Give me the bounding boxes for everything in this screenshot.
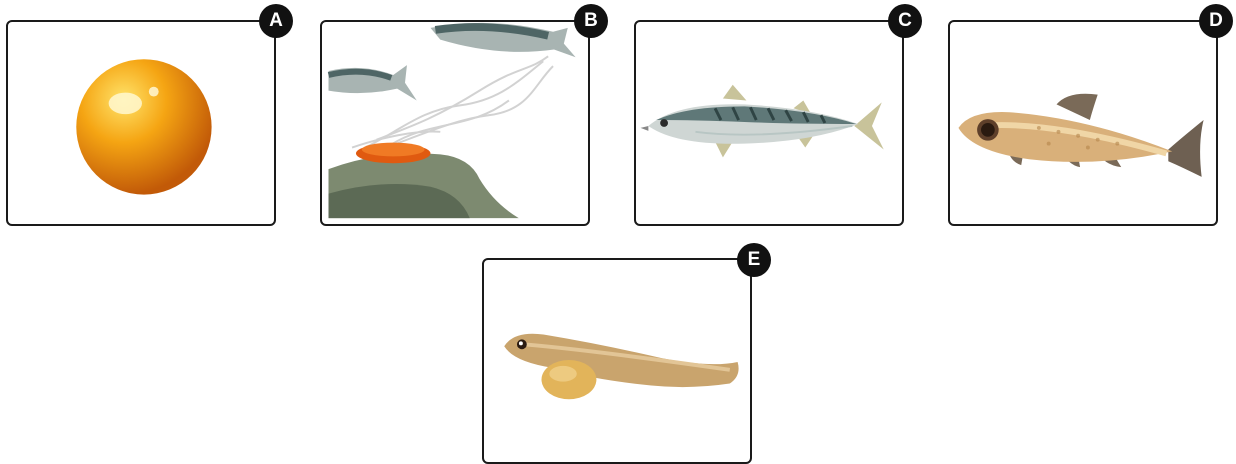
- stage-c-panel: [634, 20, 904, 226]
- stage-e-panel: [482, 258, 752, 464]
- stage-e-badge: E: [737, 243, 771, 277]
- stage-b-badge: B: [574, 4, 608, 38]
- larva-icon: [484, 260, 750, 462]
- egg-icon: [8, 22, 274, 224]
- stage-b-panel: [320, 20, 590, 226]
- adult-mackerel-icon: [636, 22, 902, 224]
- juvenile-fish-icon: [950, 22, 1216, 224]
- stage-d-badge: D: [1199, 4, 1233, 38]
- stage-a-panel: [6, 20, 276, 226]
- stage-d-panel: [948, 20, 1218, 226]
- stage-c-badge: C: [888, 4, 922, 38]
- spawning-fish-icon: [322, 22, 588, 224]
- stage-a-badge: A: [259, 4, 293, 38]
